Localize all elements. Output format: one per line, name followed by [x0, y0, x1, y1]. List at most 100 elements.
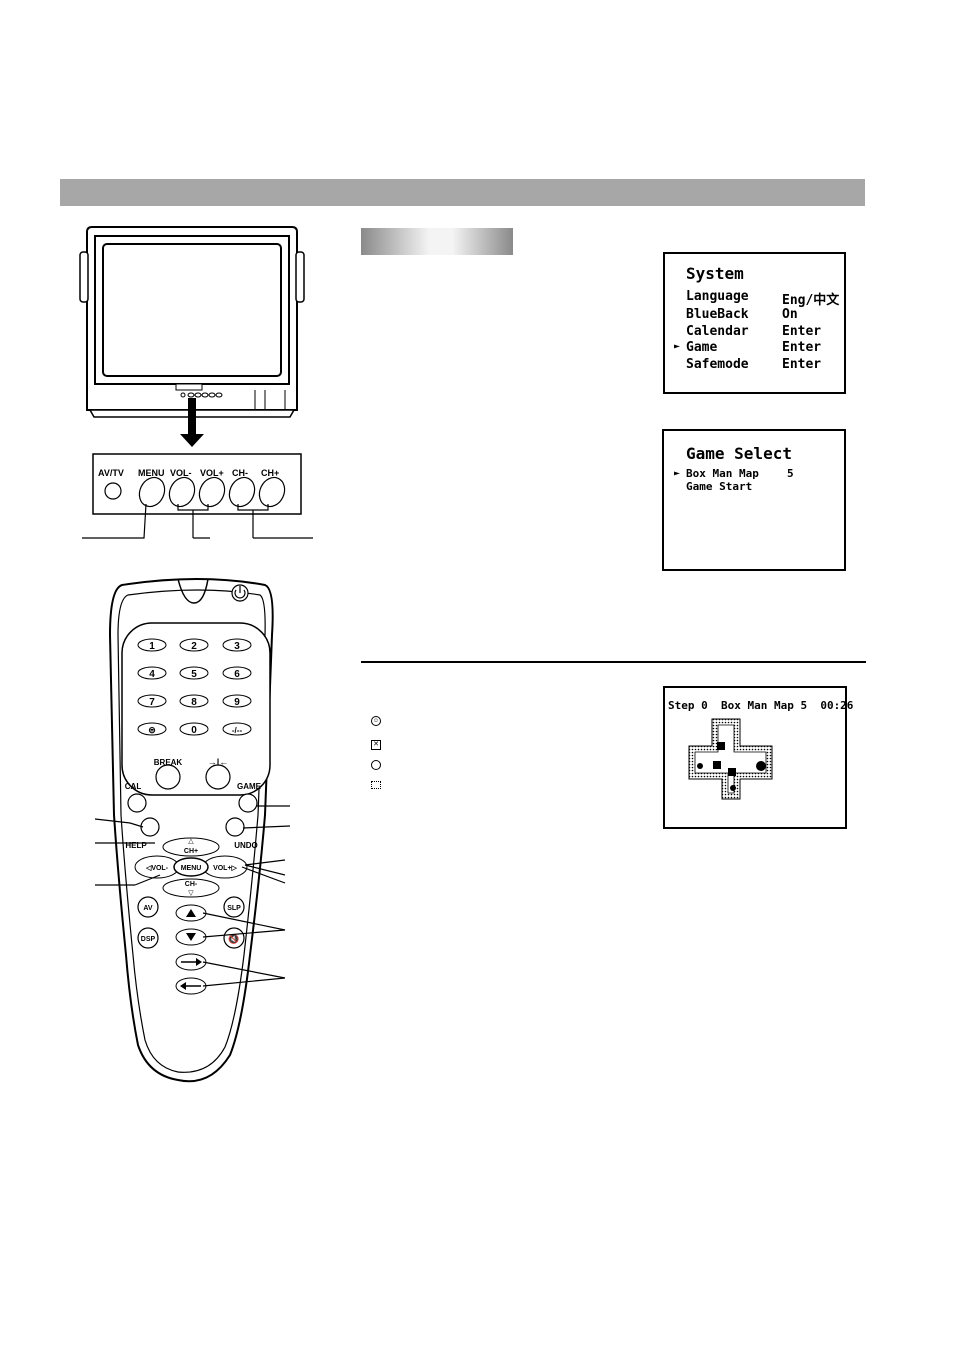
panel-label-ch-minus: CH- — [232, 468, 248, 478]
wall-icon — [371, 781, 381, 789]
right-arrow-icon — [181, 958, 202, 966]
system-menu-item-game[interactable]: Game — [686, 340, 718, 355]
system-menu-item-safemode[interactable]: Safemode — [686, 357, 749, 372]
digit-button-6[interactable] — [222, 666, 252, 680]
ch-minus-button[interactable] — [162, 878, 220, 898]
swap-icon: →|← — [208, 757, 229, 767]
digit-button-1[interactable] — [137, 638, 167, 652]
game-button[interactable] — [238, 793, 258, 813]
subsection-tab — [361, 228, 513, 255]
system-menu-item-blueback[interactable]: BlueBack — [686, 307, 749, 322]
panel-ch-plus-button[interactable] — [255, 473, 289, 510]
game-label: GAME — [237, 782, 262, 791]
swap-button[interactable] — [205, 764, 231, 790]
box-on-target — [756, 761, 766, 771]
game-select-item-start[interactable]: Game Start — [686, 480, 753, 493]
help-label: HELP — [125, 841, 147, 850]
digit-button-8[interactable] — [179, 694, 209, 708]
digit-button-3[interactable] — [222, 638, 252, 652]
slp-button[interactable] — [223, 896, 245, 918]
digit-3: 3 — [234, 641, 240, 652]
digit-6: 6 — [234, 669, 240, 680]
system-menu-value-game: Enter — [782, 340, 822, 355]
vol-minus-label: ◁VOL- — [145, 865, 169, 872]
panel-label-ch-plus: CH+ — [261, 468, 279, 478]
digit-button-4[interactable] — [137, 666, 167, 680]
dsp-label: DSP — [141, 936, 156, 943]
mute-button[interactable] — [223, 927, 245, 949]
box-block — [728, 768, 736, 776]
tv-logo-plate — [175, 383, 203, 391]
undo-button[interactable] — [225, 817, 245, 837]
menu-button[interactable] — [173, 857, 209, 877]
remote-callouts — [94, 805, 291, 987]
system-menu-value-blueback: On — [782, 307, 798, 322]
menu-label: MENU — [181, 865, 202, 872]
digit-1: 1 — [149, 641, 155, 652]
digit-button-5[interactable] — [179, 666, 209, 680]
digit-button-0[interactable] — [179, 722, 209, 736]
arrow-down-icon — [188, 398, 196, 436]
system-menu-item-language[interactable]: Language — [686, 289, 749, 304]
game-map — [688, 718, 773, 800]
digit-4: 4 — [149, 669, 155, 680]
tv-front-buttons — [180, 392, 223, 398]
remote-keypad-panel — [121, 622, 271, 796]
system-menu-title: System — [686, 264, 744, 283]
undo-label: UNDO — [234, 841, 258, 850]
box-block — [717, 742, 725, 750]
panel-ch-minus-button[interactable] — [225, 473, 259, 510]
system-menu-value-calendar: Enter — [782, 324, 822, 339]
down-triangle-icon: ▽ — [188, 890, 194, 897]
help-button[interactable] — [140, 817, 160, 837]
game-select-value-map: 5 — [787, 467, 794, 480]
recall-button[interactable] — [137, 722, 167, 736]
floor-area — [694, 724, 767, 794]
box-icon: ✕ — [371, 740, 381, 750]
av-label: AV — [143, 905, 153, 912]
system-menu-item-calendar[interactable]: Calendar — [686, 324, 749, 339]
ch-plus-button[interactable] — [162, 837, 220, 857]
remote-illustration: 1 2 3 4 5 6 7 8 9 ⊜ 0 -/-- BREAK →|← CAL… — [94, 578, 291, 1083]
digit-button-7[interactable] — [137, 694, 167, 708]
digit-0: 0 — [191, 725, 197, 736]
game-select-screen: Game Select ► Box Man Map 5 Game Start — [662, 429, 846, 571]
panel-callouts — [82, 503, 313, 539]
box-man-icon: ☺ — [371, 716, 381, 726]
ch-plus-label: CH+ — [184, 848, 198, 855]
system-menu-value-safemode: Enter — [782, 357, 822, 372]
panel-label-vol-minus: VOL- — [170, 468, 192, 478]
panel-avtv-button[interactable] — [104, 482, 122, 500]
panel-label-menu: MENU — [138, 468, 165, 478]
selection-pointer-icon: ► — [674, 468, 681, 479]
target-spot-icon — [371, 760, 381, 770]
dsp-button[interactable] — [137, 927, 159, 949]
av-button[interactable] — [137, 896, 159, 918]
direction-pad: △ CH+ CH- ▽ ◁VOL- VOL+▷ MENU — [134, 837, 248, 898]
system-menu-value-language: Eng/中文 — [782, 293, 840, 308]
ch-minus-label: CH- — [185, 881, 198, 888]
game-select-item-map[interactable]: Box Man Map — [686, 467, 759, 480]
horizontal-rule — [361, 661, 866, 663]
digit-7: 7 — [149, 697, 155, 708]
section-header-bar — [60, 179, 865, 206]
digit-9: 9 — [234, 697, 240, 708]
cal-label: CAL — [125, 782, 142, 791]
box-man — [730, 785, 736, 791]
digit-button-9[interactable] — [222, 694, 252, 708]
digit-mode-button[interactable] — [222, 722, 252, 736]
digit-8: 8 — [191, 697, 197, 708]
panel-vol-plus-button[interactable] — [195, 473, 229, 510]
break-button[interactable] — [155, 764, 181, 790]
panel-vol-minus-button[interactable] — [165, 473, 199, 510]
target-spot — [697, 763, 703, 769]
up-arrow-icon — [186, 909, 196, 917]
vol-plus-label: VOL+▷ — [213, 865, 237, 872]
down-arrow-icon — [186, 933, 196, 941]
tv-illustration: AV/TV MENU VOL- VOL+ CH- CH+ — [79, 226, 313, 539]
cal-button[interactable] — [127, 793, 147, 813]
tv-screen — [102, 243, 282, 377]
digit-button-2[interactable] — [179, 638, 209, 652]
tv-side-right — [295, 251, 305, 303]
selection-pointer-icon: ► — [674, 341, 681, 352]
